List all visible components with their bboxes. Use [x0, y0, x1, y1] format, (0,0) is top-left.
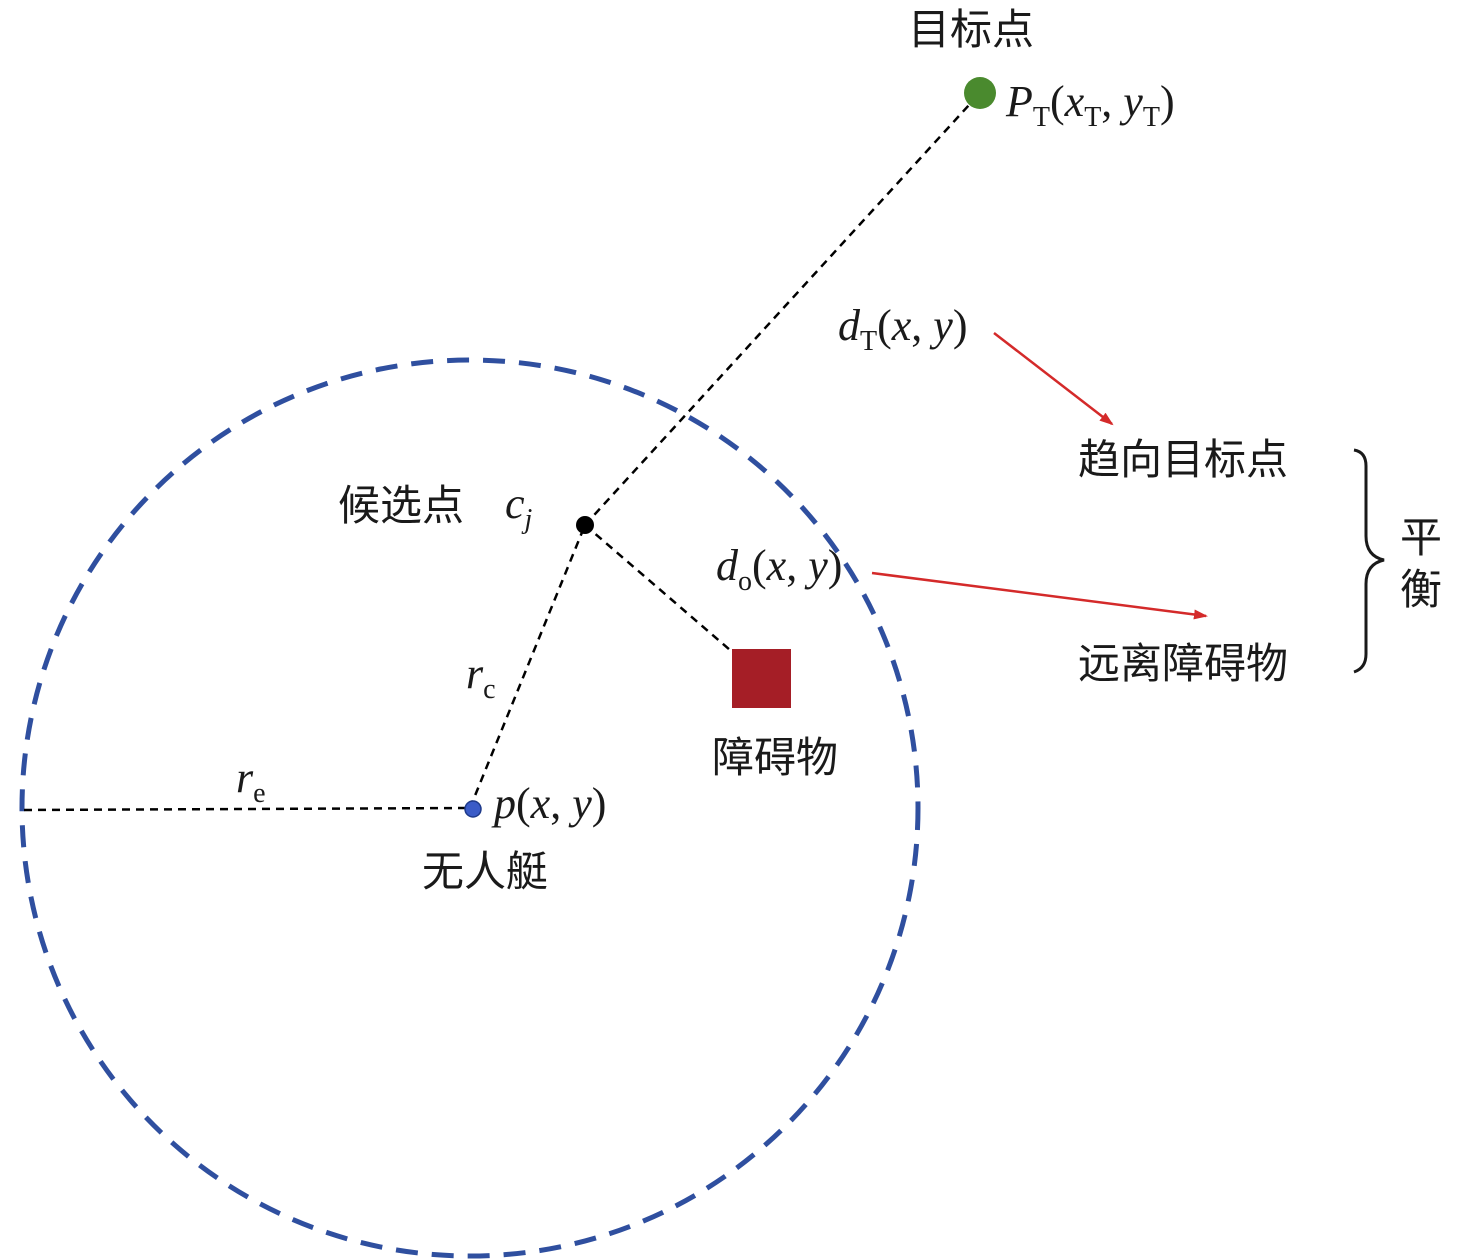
candidate-label: 候选点	[338, 481, 464, 530]
usv-label: 无人艇	[422, 847, 548, 896]
arrow-dT-to-toward-target	[993, 332, 1114, 426]
re-label: re	[236, 753, 266, 809]
candidate-point-marker	[576, 516, 594, 534]
away-obstacle-label: 远离障碍物	[1078, 639, 1288, 688]
obstacle-square	[732, 649, 791, 708]
usv-coordinate-label: p(x, y)	[491, 779, 606, 828]
balance-brace	[1353, 448, 1385, 674]
rc-label: rc	[466, 649, 496, 705]
line-candidate-to-obstacle	[584, 524, 731, 651]
dO-label: do(x, y)	[716, 541, 842, 597]
target-point-marker	[964, 77, 996, 109]
line-usv-to-candidate	[468, 524, 587, 809]
detection-range-circle	[19, 357, 921, 1259]
target-coordinate-label: PT(xT, yT)	[1005, 77, 1175, 133]
target-title: 目标点	[908, 5, 1034, 54]
usv-point-marker	[464, 800, 482, 818]
balance-label-top: 平	[1400, 513, 1442, 562]
dT-label: dT(x, y)	[838, 301, 967, 357]
arrow-dO-to-away-obstacle	[871, 571, 1208, 620]
obstacle-label: 障碍物	[712, 733, 838, 782]
cj-label: cj	[505, 479, 533, 535]
line-radius-re	[23, 806, 471, 812]
balance-label-bottom: 衡	[1400, 565, 1442, 614]
toward-target-label: 趋向目标点	[1078, 435, 1288, 484]
